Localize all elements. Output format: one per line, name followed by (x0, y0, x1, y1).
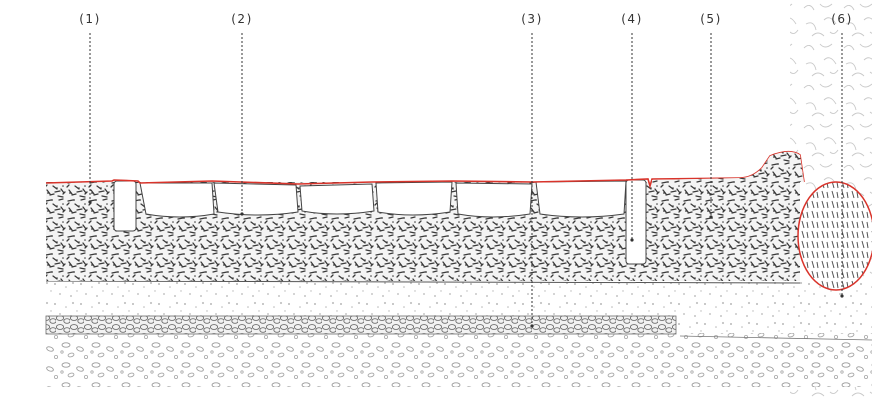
paver (455, 182, 533, 218)
leader-dot-3 (530, 324, 534, 328)
edge-restraint (113, 180, 137, 232)
fill-top-line (45, 280, 801, 284)
paving-stones (139, 180, 627, 218)
paver (139, 182, 215, 218)
leader-dot-5 (709, 215, 713, 219)
callout-label-5: (5) (700, 12, 722, 26)
paver (299, 183, 375, 215)
paver (375, 181, 453, 216)
edge-restraint (625, 179, 647, 265)
root-ball (797, 181, 872, 291)
callout-label-1: (1) (79, 12, 101, 26)
subgrade-pebbles (46, 332, 872, 387)
callout-label-3: (3) (521, 12, 543, 26)
paver (213, 182, 299, 216)
cobble-drainage-layer (45, 315, 677, 335)
leader-dot-6 (840, 294, 844, 298)
callout-label-2: (2) (231, 12, 253, 26)
callout-label-6: (6) (831, 12, 853, 26)
planting-mound-outline (652, 151, 804, 182)
callout-group: (1) (2) (3) (4) (5) (6) (79, 12, 853, 328)
leader-dot-1 (88, 200, 92, 204)
leader-dot-2 (240, 212, 244, 216)
paver (535, 180, 627, 218)
callout-label-4: (4) (621, 12, 643, 26)
leader-dot-4 (630, 238, 634, 242)
fill-bottom-line (679, 335, 872, 341)
